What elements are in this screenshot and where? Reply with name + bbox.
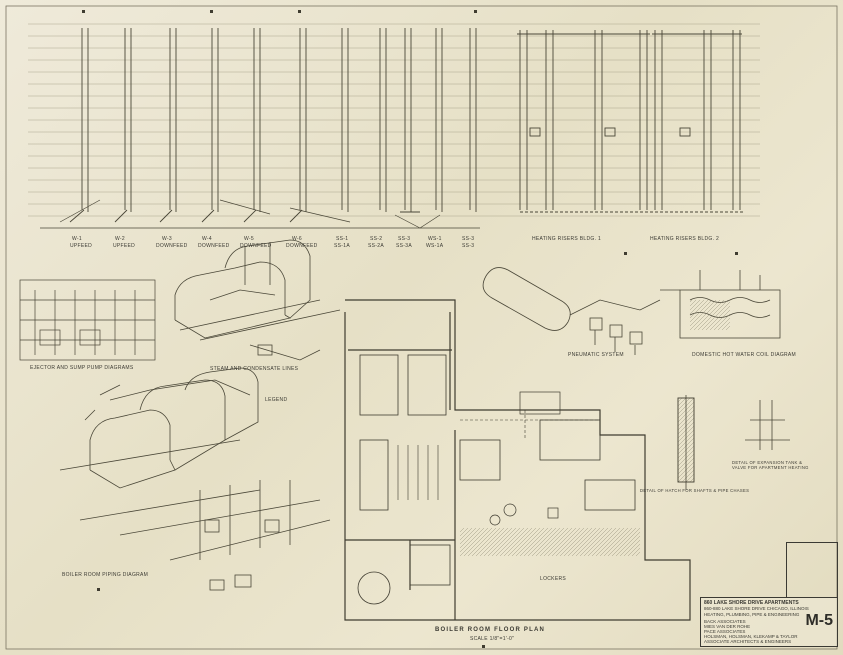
- registration-marks: [82, 10, 738, 648]
- riser-label: W-4: [202, 236, 212, 242]
- architect-3: HOLSMAN, HOLSMAN, KLEKAMP & TAYLOR: [704, 634, 798, 639]
- riser-sublabel: UPFEED: [113, 243, 136, 249]
- sheet-number: M-5: [805, 612, 833, 629]
- riser-label: W-6: [292, 236, 302, 242]
- architect-2: PACE ASSOCIATES: [704, 629, 746, 634]
- riser-sublabel: SS-2A: [368, 243, 384, 249]
- riser-sublabel: SS-3A: [396, 243, 412, 249]
- riser-sublabel: DOWNFEED: [156, 243, 188, 249]
- riser-sublabel: SS-1A: [334, 243, 350, 249]
- ejector-diagram: [19, 279, 156, 361]
- heating-risers-bldg2-label: HEATING RISERS BLDG. 2: [650, 236, 720, 242]
- riser-sublabel: WS-1A: [426, 243, 444, 249]
- riser-sublabel: DOWNFEED: [286, 243, 318, 249]
- riser-label: W-5: [244, 236, 254, 242]
- sheet-description: HEATING, PLUMBING, PIPE & ENGINEERING: [704, 612, 800, 617]
- riser-base-piping: [40, 199, 480, 229]
- riser-sublabel: UPFEED: [70, 243, 93, 249]
- project-address: 860-880 LAKE SHORE DRIVE CHICAGO, ILLINO…: [704, 606, 809, 611]
- revision-box: [786, 542, 838, 598]
- ejector-title: EJECTOR AND SUMP PUMP DIAGRAMS: [30, 365, 134, 371]
- project-name: 860 LAKE SHORE DRIVE APARTMENTS: [704, 600, 799, 606]
- riser-sublabel: DOWNFEED: [198, 243, 230, 249]
- riser-label: W-2: [115, 236, 125, 242]
- expansion-tank-detail: [745, 400, 790, 450]
- boiler-room-floor-plan: [344, 299, 691, 621]
- riser-sublabel: DOWNFEED: [240, 243, 272, 249]
- steam-title: STEAM AND CONDENSATE LINES: [210, 366, 299, 372]
- heating-risers-bldg1-label: HEATING RISERS BLDG. 1: [532, 236, 602, 242]
- pneumatic-title: PNEUMATIC SYSTEM: [568, 352, 624, 358]
- steam-condensate-isometric: [174, 239, 341, 361]
- pneumatic-system: [482, 267, 661, 355]
- boiler-piping-title: BOILER ROOM PIPING DIAGRAM: [62, 572, 149, 578]
- hatch-detail-title: DETAIL OF HATCH FOR SHAFTS & PIPE CHASES: [640, 488, 750, 493]
- hot-water-title: DOMESTIC HOT WATER COIL DIAGRAM: [692, 352, 797, 358]
- lockers-label: LOCKERS: [540, 576, 566, 582]
- hot-water-coil-diagram: [660, 270, 781, 339]
- riser-label: WS-1: [428, 236, 442, 242]
- riser-label: SS-2: [370, 236, 383, 242]
- plumbing-risers: [69, 28, 477, 223]
- expansion-detail-title: DETAIL OF EXPANSION TANK & VALVE FOR APA…: [732, 460, 809, 470]
- riser-label: SS-3: [398, 236, 411, 242]
- boiler-piping-isometric: [59, 367, 331, 591]
- riser-label: SS-1: [336, 236, 349, 242]
- riser-label: SS-3: [462, 236, 475, 242]
- legend-title: LEGEND: [265, 397, 288, 403]
- riser-label: W-3: [162, 236, 172, 242]
- riser-floor-lines: [28, 23, 760, 217]
- floor-plan-title: BOILER ROOM FLOOR PLAN: [435, 627, 546, 633]
- owner: BACK ASSOCIATES: [704, 619, 746, 624]
- riser-label: W-1: [72, 236, 82, 242]
- riser-sublabel: SS-3: [462, 243, 475, 249]
- title-block: 860 LAKE SHORE DRIVE APARTMENTS 860-880 …: [700, 597, 838, 647]
- architect-1: MIES VAN DER ROHE: [704, 624, 751, 629]
- floor-plan-scale: SCALE 1/8"=1'-0": [470, 636, 515, 642]
- heating-risers: [517, 30, 745, 213]
- hatch-detail: [677, 395, 695, 490]
- architect-role: ASSOCIATE ARCHITECTS & ENGINEERS: [704, 639, 792, 644]
